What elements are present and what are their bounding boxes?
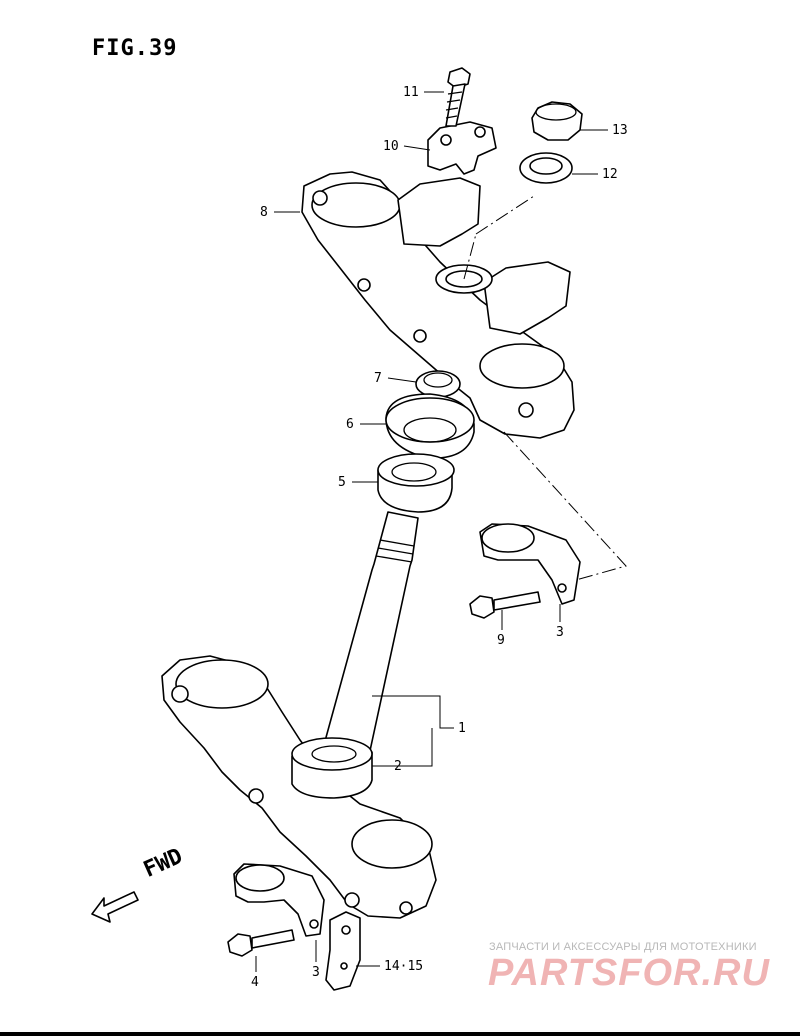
- cable-guide-bolt-upper: [470, 592, 540, 618]
- dust-seal: [386, 394, 474, 458]
- callout-2: 2: [394, 759, 402, 774]
- assembly-line-cable-guide: [504, 432, 626, 580]
- leader-7: [388, 378, 416, 382]
- forward-arrow-icon: [92, 892, 138, 922]
- callout-4: 4: [251, 975, 259, 990]
- cable-guide-upper: [480, 524, 580, 604]
- handlebar-clamp: [428, 122, 496, 174]
- lower-bearing: [292, 738, 372, 798]
- figure-title: FIG.39: [92, 36, 178, 61]
- callout-7: 7: [374, 371, 382, 386]
- callout-5: 5: [338, 475, 346, 490]
- leader-1-lower: [372, 728, 432, 766]
- steering-stem-nut: [416, 371, 460, 397]
- callout-1: 1: [458, 721, 466, 736]
- number-plate-bracket: [326, 912, 360, 990]
- callout-6: 6: [346, 417, 354, 432]
- callout-13: 13: [612, 123, 628, 138]
- callout-14-15: 14·15: [384, 959, 424, 974]
- assembly-line-washer-seat: [464, 234, 476, 279]
- callout-11: 11: [403, 85, 419, 100]
- assembly-line-washer: [476, 196, 534, 234]
- steering-stem: [322, 512, 418, 760]
- leader-10: [404, 146, 430, 150]
- steering-stem-nut-cap: [532, 102, 582, 140]
- cable-guide-lower: [234, 864, 324, 936]
- bearing: [378, 454, 454, 512]
- clamp-bolt: [446, 68, 470, 126]
- leader-1: [372, 696, 454, 728]
- callout-10: 10: [383, 139, 399, 154]
- callout-12: 12: [602, 167, 618, 182]
- cable-guide-bolt-lower: [228, 930, 294, 956]
- callout-3-upper: 3: [556, 625, 564, 640]
- watermark-tagline: ЗАПЧАСТИ И АКСЕССУАРЫ ДЛЯ МОТОТЕХНИКИ: [489, 941, 757, 953]
- callout-8: 8: [260, 205, 268, 220]
- washer: [520, 153, 572, 183]
- watermark-logo: PARTSFOR.RU: [488, 952, 770, 994]
- callout-3-lower: 3: [312, 965, 320, 980]
- callout-9: 9: [497, 633, 505, 648]
